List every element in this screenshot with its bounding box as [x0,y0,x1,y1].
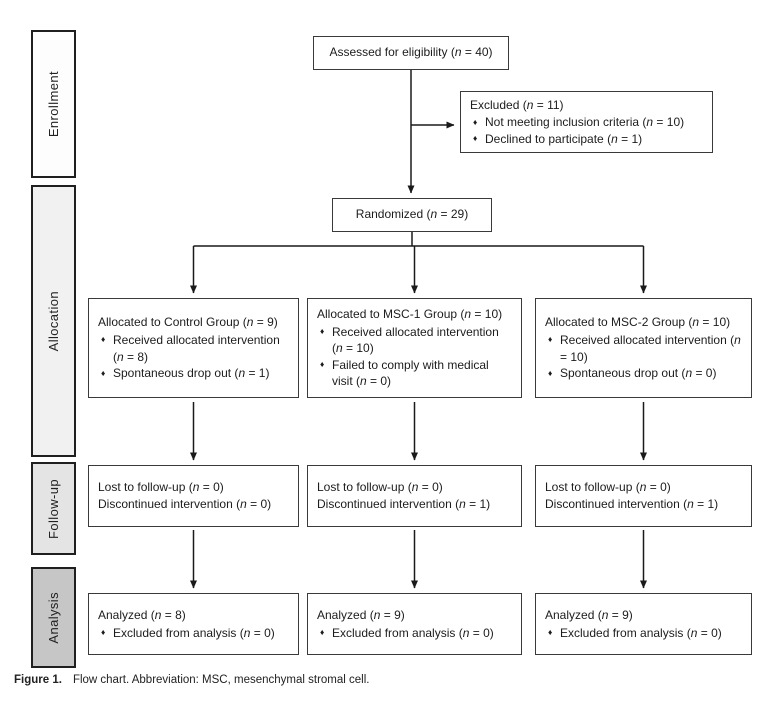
diamond-bullet-icon: ♦ [101,627,106,637]
stage-label-allocation: Allocation [31,185,76,457]
box-randomized: Randomized (n = 29) [332,198,492,232]
diamond-bullet-icon: ♦ [320,359,325,370]
box-line: Discontinued intervention (n = 0) [98,497,272,511]
box-excluded: Excluded (n = 11) ♦ Not meeting inclusio… [460,91,713,153]
diamond-bullet-icon: ♦ [320,627,325,637]
bullet-list: ♦ Excluded from analysis (n = 0) [545,625,742,642]
box-allocated-control: Allocated to Control Group (n = 9) ♦ Rec… [88,298,299,398]
list-item: ♦ Spontaneous drop out (n = 1) [98,365,289,382]
diamond-bullet-icon: ♦ [548,334,553,345]
box-title: Analyzed (n = 8) [98,607,186,622]
stage-label-analysis: Analysis [31,567,76,668]
bullet-list: ♦ Excluded from analysis (n = 0) [317,625,512,642]
box-followup-control: Lost to follow-up (n = 0) Discontinued i… [88,465,299,527]
diamond-bullet-icon: ♦ [473,116,478,127]
box-line: Lost to follow-up (n = 0) [98,480,224,495]
box-text: Randomized (n = 29) [355,207,469,222]
box-line: Lost to follow-up (n = 0) [545,480,671,495]
list-item: ♦ Excluded from analysis (n = 0) [98,625,289,642]
figure-caption: Figure 1. Flow chart. Abbreviation: MSC, … [14,674,369,686]
bullet-list: ♦ Received allocated intervention (n = 8… [98,332,289,382]
box-assessed-eligibility: Assessed for eligibility (n = 40) [313,36,509,70]
stage-label-text: Analysis [46,591,61,644]
box-title: Allocated to MSC-1 Group (n = 10) [317,307,503,322]
diamond-bullet-icon: ♦ [548,367,553,378]
box-followup-msc2: Lost to follow-up (n = 0) Discontinued i… [535,465,752,527]
list-item: ♦ Spontaneous drop out (n = 0) [545,365,742,382]
stage-label-text: Allocation [46,290,61,352]
stage-label-text: Enrollment [46,70,61,138]
stage-label-enrollment: Enrollment [31,30,76,178]
box-line: Lost to follow-up (n = 0) [317,480,443,495]
figure-caption-text: Flow chart. Abbreviation: MSC, mesenchym… [72,674,370,686]
diamond-bullet-icon: ♦ [473,133,478,144]
box-allocated-msc1: Allocated to MSC-1 Group (n = 10) ♦ Rece… [307,298,522,398]
list-item: ♦ Excluded from analysis (n = 0) [545,625,742,642]
box-line: Discontinued intervention (n = 1) [545,497,719,511]
bullet-list: ♦ Not meeting inclusion criteria (n = 10… [470,114,703,147]
figure-caption-label: Figure 1. [14,674,62,686]
box-allocated-msc2: Allocated to MSC-2 Group (n = 10) ♦ Rece… [535,298,752,398]
box-title: Analyzed (n = 9) [317,607,405,622]
stage-label-text: Follow-up [46,478,61,539]
box-line: Discontinued intervention (n = 1) [317,497,491,511]
box-title: Allocated to Control Group (n = 9) [98,315,278,330]
box-text: Assessed for eligibility (n = 40) [329,45,493,60]
list-item: ♦ Received allocated intervention (n = 1… [317,324,512,357]
bullet-list: ♦ Received allocated intervention (n = 1… [317,324,512,390]
list-item: ♦ Received allocated intervention (n = 1… [545,332,742,365]
diamond-bullet-icon: ♦ [101,367,106,378]
list-item: ♦ Excluded from analysis (n = 0) [317,625,512,642]
list-item: ♦ Received allocated intervention (n = 8… [98,332,289,365]
list-item: ♦ Declined to participate (n = 1) [470,131,703,148]
box-title: Analyzed (n = 9) [545,607,633,622]
box-analysis-msc1: Analyzed (n = 9) ♦ Excluded from analysi… [307,593,522,655]
box-analysis-msc2: Analyzed (n = 9) ♦ Excluded from analysi… [535,593,752,655]
bullet-list: ♦ Excluded from analysis (n = 0) [98,625,289,642]
bullet-list: ♦ Received allocated intervention (n = 1… [545,332,742,382]
box-title: Excluded (n = 11) [470,97,564,112]
box-analysis-control: Analyzed (n = 8) ♦ Excluded from analysi… [88,593,299,655]
box-followup-msc1: Lost to follow-up (n = 0) Discontinued i… [307,465,522,527]
list-item: ♦ Not meeting inclusion criteria (n = 10… [470,114,703,131]
diamond-bullet-icon: ♦ [320,326,325,337]
diamond-bullet-icon: ♦ [101,334,106,345]
list-item: ♦ Failed to comply with medical visit (n… [317,357,512,390]
stage-label-followup: Follow-up [31,462,76,555]
box-title: Allocated to MSC-2 Group (n = 10) [545,315,731,330]
diamond-bullet-icon: ♦ [548,627,553,637]
